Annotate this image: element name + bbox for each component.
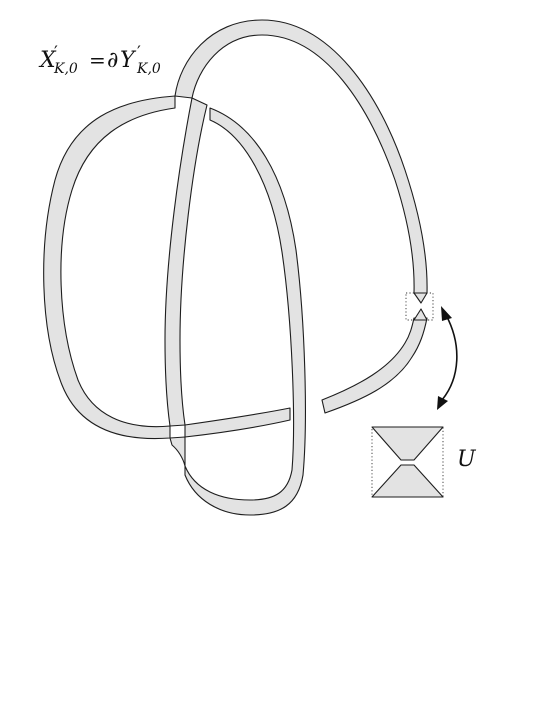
inset-box [371,426,444,498]
double-arrow [437,306,458,410]
band-right-loop [174,19,428,294]
formula-y: Y [120,48,137,73]
inset-lower-triangle [371,464,444,498]
pinch-region [405,292,434,321]
inset-upper-triangle [371,426,444,461]
inset-label: U [457,447,477,472]
band-center-strand [164,97,208,427]
pinch-upper [413,292,428,304]
formula-label: X ′ K,0 = ∂ Y ′ K,0 [38,43,161,77]
band-lower-right [184,407,291,438]
formula-prime-2: ′ [137,43,141,63]
formula-partial: ∂ [107,48,118,73]
formula-sub-1: K,0 [53,61,78,77]
formula-equals: = [89,48,106,72]
pinch-lower [413,308,428,321]
arrowhead-top [441,306,452,321]
formula-sub-2: K,0 [136,61,161,77]
band-center-lower [169,436,186,467]
band-bottom-right-to-notch [321,317,428,414]
inset-u: U [371,426,477,498]
band-left-loop [43,95,176,440]
arrow-curve [441,314,458,401]
formula-prime-1: ′ [54,43,58,63]
band-inner-right-strand [184,107,306,516]
formula-x: X [38,48,57,73]
arrowhead-bottom [437,396,448,410]
